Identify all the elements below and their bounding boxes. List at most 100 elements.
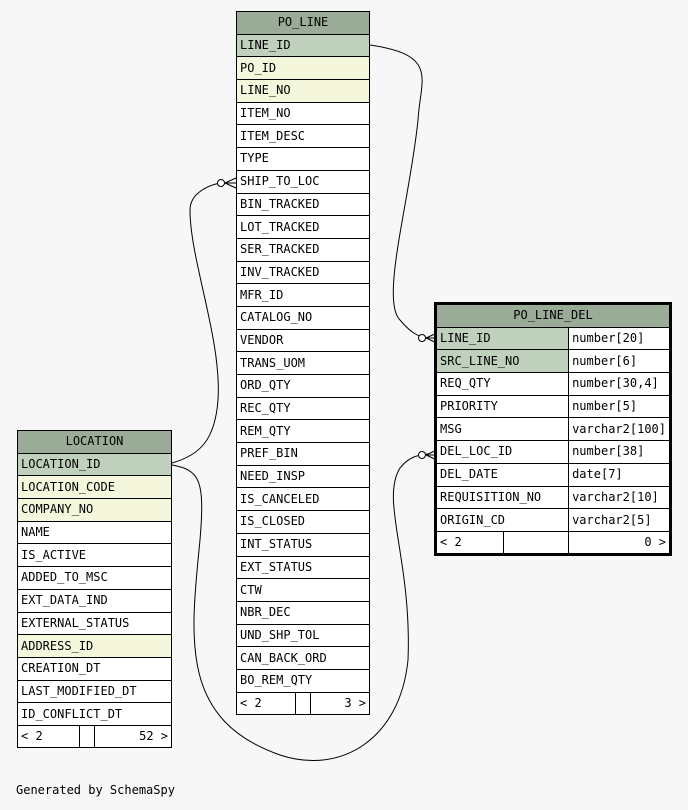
table-row[interactable]: LINE_NO [236, 79, 370, 103]
column-type: number[20] [568, 326, 670, 351]
table-title: PO_LINE [236, 11, 370, 35]
table-row[interactable]: INT_STATUS [236, 532, 370, 557]
table-row[interactable]: IS_ACTIVE [17, 543, 172, 568]
column-name: EXT_DATA_IND [17, 588, 172, 613]
table-row[interactable]: TRANS_UOM [236, 351, 370, 375]
parent-count: < 2 [436, 530, 504, 554]
child-count: 52 > [93, 724, 173, 748]
table-row[interactable]: LOCATION_CODE [17, 475, 172, 500]
table-row[interactable]: ADDED_TO_MSC [17, 566, 172, 590]
column-type: varchar2[5] [568, 508, 670, 532]
rel-line-id [369, 44, 429, 339]
table-row[interactable]: ADDRESS_ID [17, 634, 172, 658]
table-row[interactable]: EXT_STATUS [236, 555, 370, 580]
column-type: varchar2[10] [568, 485, 670, 510]
table-row[interactable]: PO_ID [236, 56, 370, 81]
column-type: number[6] [568, 349, 670, 374]
column-name: PRIORITY [435, 394, 570, 419]
table-row[interactable]: LOCATION_ID [17, 452, 172, 477]
table-row[interactable]: REM_QTY [236, 419, 370, 444]
column-name: VENDOR [236, 328, 370, 353]
column-name: ID_CONFLICT_DT [17, 702, 172, 726]
column-name: PO_ID [236, 56, 370, 81]
column-name: COMPANY_NO [17, 498, 172, 522]
table-row[interactable]: SER_TRACKED [236, 237, 370, 262]
table-title: PO_LINE_DEL [436, 304, 670, 328]
column-name: IS_ACTIVE [17, 543, 172, 568]
table-row[interactable]: ITEM_DESC [236, 124, 370, 149]
table-row[interactable]: REC_QTY [236, 396, 370, 421]
table-row[interactable]: SHIP_TO_LOC [236, 169, 370, 194]
table-row[interactable]: CREATION_DT [17, 656, 172, 681]
column-name: DEL_LOC_ID [435, 440, 570, 464]
table-row[interactable]: TYPE [236, 147, 370, 171]
table-row[interactable]: EXTERNAL_STATUS [17, 611, 172, 636]
column-name: LOCATION_CODE [17, 475, 172, 500]
column-type: number[38] [568, 440, 670, 464]
table-row[interactable]: CTW [236, 578, 370, 602]
table-row[interactable]: ITEM_NO [236, 101, 370, 126]
table-row[interactable]: NEED_INSP [236, 464, 370, 489]
column-name: NEED_INSP [236, 464, 370, 489]
column-name: SHIP_TO_LOC [236, 169, 370, 194]
column-name: LINE_ID [435, 326, 570, 351]
table-row[interactable]: VENDOR [236, 328, 370, 353]
column-name: LINE_ID [236, 33, 370, 58]
table-row[interactable]: CAN_BACK_ORD [236, 646, 370, 670]
column-name: CREATION_DT [17, 656, 172, 681]
table-row[interactable]: BO_REM_QTY [236, 668, 370, 693]
column-name: BO_REM_QTY [236, 668, 370, 693]
column-name: BIN_TRACKED [236, 192, 370, 217]
parent-count: < 2 [235, 691, 297, 715]
table-row[interactable]: LAST_MODIFIED_DT [17, 679, 172, 704]
column-type: number[30,4] [568, 372, 670, 396]
column-name: CAN_BACK_ORD [236, 646, 370, 670]
table-row[interactable]: LINE_ID [236, 33, 370, 58]
column-name: ORIGIN_CD [435, 508, 570, 532]
table-row[interactable]: IS_CANCELED [236, 487, 370, 512]
column-name: INT_STATUS [236, 532, 370, 557]
table-row[interactable]: PREF_BIN [236, 442, 370, 466]
column-name: ORD_QTY [236, 374, 370, 398]
table-row[interactable]: BIN_TRACKED [236, 192, 370, 217]
column-name: REQUISITION_NO [435, 485, 570, 510]
column-name: NBR_DEC [236, 600, 370, 625]
column-name: REM_QTY [236, 419, 370, 444]
table-row[interactable]: ORD_QTY [236, 374, 370, 398]
column-name: SRC_LINE_NO [435, 349, 570, 374]
column-name: UND_SHP_TOL [236, 623, 370, 648]
column-name: INV_TRACKED [236, 260, 370, 285]
table-row[interactable]: INV_TRACKED [236, 260, 370, 285]
footer-spacer [502, 530, 570, 554]
column-name: ADDED_TO_MSC [17, 566, 172, 590]
column-name: NAME [17, 520, 172, 545]
table-row[interactable]: ID_CONFLICT_DT [17, 702, 172, 726]
table-row[interactable]: CATALOG_NO [236, 305, 370, 330]
table-row[interactable]: NBR_DEC [236, 600, 370, 625]
table-row[interactable]: MFR_ID [236, 283, 370, 307]
table-row[interactable]: IS_CLOSED [236, 510, 370, 534]
table-row[interactable]: EXT_DATA_IND [17, 588, 172, 613]
column-name: SER_TRACKED [236, 237, 370, 262]
table-row[interactable]: COMPANY_NO [17, 498, 172, 522]
table-row[interactable]: LOT_TRACKED [236, 215, 370, 239]
table-row[interactable]: NAME [17, 520, 172, 545]
table-row[interactable]: UND_SHP_TOL [236, 623, 370, 648]
generated-by-note: Generated by SchemaSpy [16, 783, 175, 797]
table-title: LOCATION [17, 430, 172, 454]
column-name: IS_CLOSED [236, 510, 370, 534]
column-name: LINE_NO [236, 79, 370, 103]
column-name: TRANS_UOM [236, 351, 370, 375]
